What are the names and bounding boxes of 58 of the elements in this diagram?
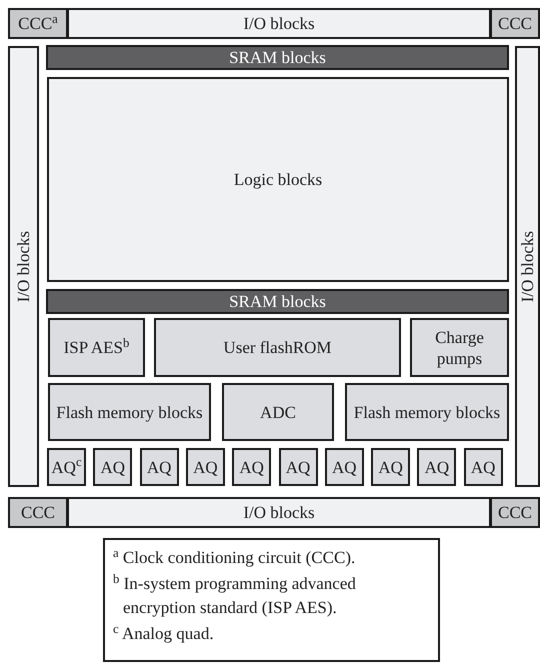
block-box (140, 448, 179, 486)
block-label: AQ (193, 456, 218, 478)
block-label: CCC (20, 502, 56, 523)
block-box (46, 289, 509, 314)
footnote-text: $^{b}$ In-system programming advanced encryption standard (ISP AES). (113, 572, 357, 619)
block-label: Logic blocks (234, 169, 322, 190)
block-label: SRAM blocks (229, 291, 326, 312)
block-box (490, 8, 540, 39)
block-box (93, 448, 132, 486)
block-box (232, 448, 272, 486)
block-box (515, 46, 540, 487)
block-box (47, 77, 509, 282)
block-label: I/O blocks (517, 230, 538, 302)
block-label: AQ (332, 456, 357, 478)
block-label: ADC (260, 402, 296, 422)
footnote-text: $^{a}$ Clock conditioning circuit (CCC). (113, 546, 356, 569)
block-box (222, 383, 334, 441)
block-box (417, 448, 456, 486)
block-box (67, 497, 491, 528)
block-box (410, 318, 509, 377)
block-label: AQ$^{c}$ (51, 456, 82, 478)
block-label: SRAM blocks (229, 47, 326, 68)
block-box (48, 318, 145, 377)
block-label: I/O blocks (243, 502, 315, 523)
block-label: Charge pumps (434, 326, 485, 368)
block-label: AQ (424, 456, 450, 478)
block-box (154, 318, 401, 377)
block-label: User flashROM (223, 337, 332, 358)
block-label: CCC$^{a}$ (18, 13, 58, 34)
block-label: AQ (286, 456, 310, 478)
block-box (186, 448, 225, 486)
block-label: CCC (498, 13, 532, 34)
block-box (371, 448, 410, 486)
block-box (67, 8, 491, 39)
block-label: Flash memory blocks (354, 402, 500, 422)
block-box (46, 45, 509, 70)
block-box (8, 497, 68, 528)
block-label: AQ (100, 456, 126, 478)
block-label: I/O blocks (243, 13, 315, 34)
block-box (324, 448, 364, 486)
block-label: I/O blocks (13, 230, 34, 302)
block-label: ISP AES$^{b}$ (64, 337, 130, 358)
block-box (47, 448, 86, 486)
block-label: AQ (146, 456, 172, 478)
block-label: Flash memory blocks (56, 402, 203, 422)
block-box (464, 448, 503, 486)
block-label: CCC (498, 502, 532, 523)
block-label: AQ (239, 456, 264, 478)
footnote-box (103, 538, 440, 662)
block-box (8, 46, 39, 487)
block-box (490, 497, 540, 528)
block-label: AQ (378, 456, 403, 478)
block-box (345, 383, 509, 441)
block-box (8, 8, 68, 39)
block-box (48, 383, 211, 441)
block-label: AQ (470, 456, 496, 478)
footnote-text: $^{c}$ Analog quad. (113, 622, 215, 645)
block-box (278, 448, 318, 486)
